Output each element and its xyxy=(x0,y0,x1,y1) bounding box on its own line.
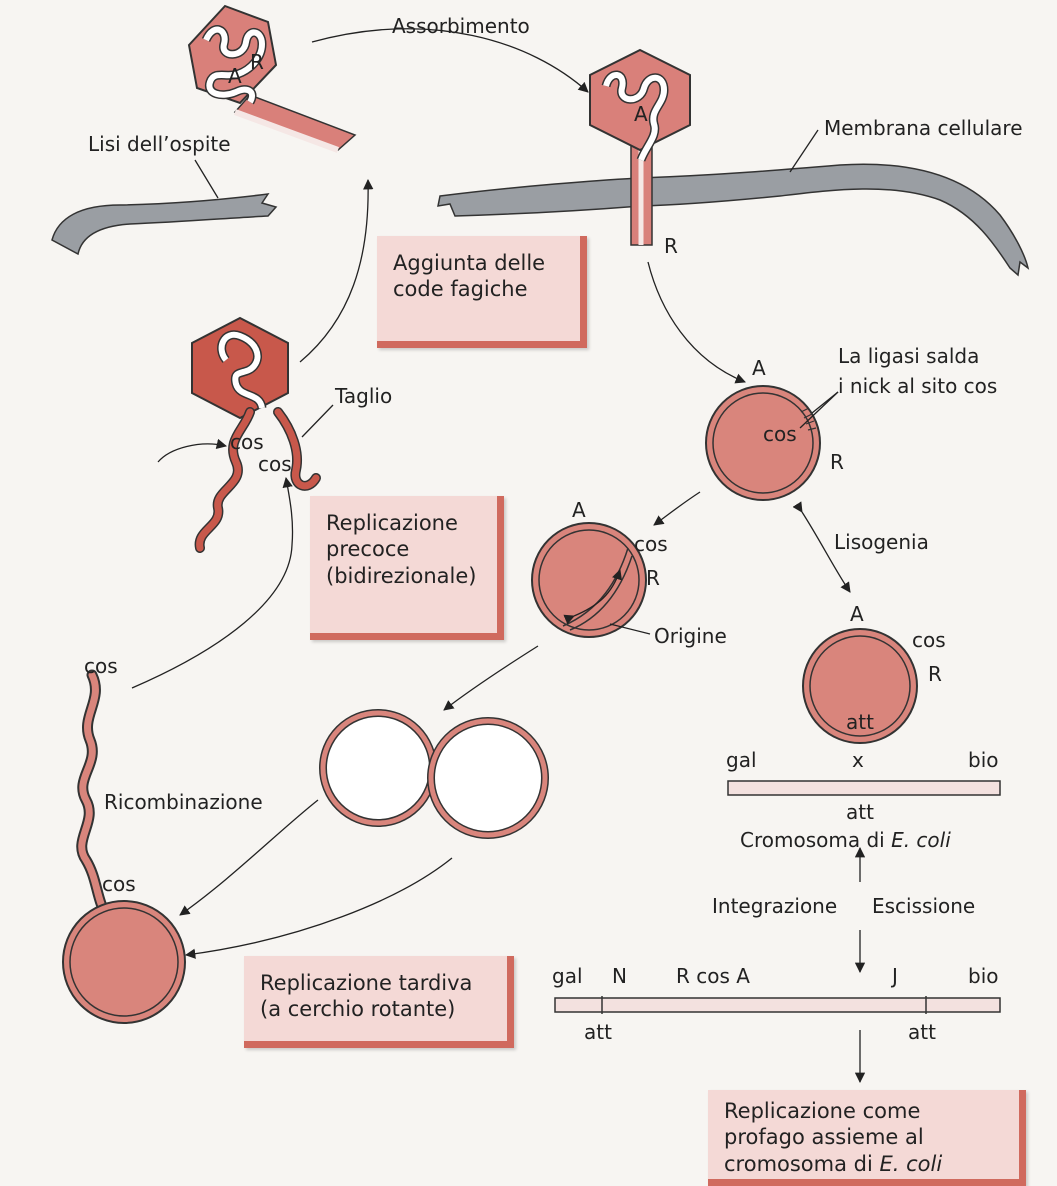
early-box-line2: precoce xyxy=(326,536,481,562)
recombination-circles xyxy=(323,713,545,835)
phage1-marker-A: A xyxy=(228,66,242,86)
ligated-marker-A: A xyxy=(752,358,766,378)
early-box-line1: Replicazione xyxy=(326,510,481,536)
rolling-marker-cos-top: cos xyxy=(84,656,118,676)
e-coli-species-text: E. coli xyxy=(891,828,951,852)
lysogeny-marker-att: att xyxy=(846,712,874,732)
chromosome-marker-bio: bio xyxy=(968,750,999,770)
injecting-phage xyxy=(590,50,690,245)
theta-marker-A: A xyxy=(572,500,586,520)
early-replication-box: Replicazione precoce (bidirezionale) xyxy=(310,496,504,640)
ligase-label-line1: La ligasi salda xyxy=(838,346,979,366)
cell-membrane-label: Membrana cellulare xyxy=(824,118,1023,138)
integrated-marker-gal: gal xyxy=(552,966,583,986)
late-replication-box: Replicazione tardiva (a cerchio rotante) xyxy=(244,956,514,1048)
integrated-chromosome-bar xyxy=(555,996,1000,1014)
late-box-line2: (a cerchio rotante) xyxy=(260,996,491,1022)
phage2-marker-A: A xyxy=(634,104,648,124)
integrated-marker-att-right: att xyxy=(908,1022,936,1042)
ligase-label-line2: i nick al sito cos xyxy=(838,376,997,396)
rolling-circle xyxy=(63,675,185,1023)
prophage-box-line3: cromosoma di E. coli xyxy=(724,1151,1003,1177)
prophage-box-line1: Replicazione come xyxy=(724,1098,1003,1124)
chromosome-marker-att: att xyxy=(846,802,874,822)
cut-label: Taglio xyxy=(335,386,392,406)
recombination-label: Ricombinazione xyxy=(104,792,263,812)
tails-box-line1: Aggiunta delle xyxy=(393,250,564,276)
e-coli-chromosome-bar xyxy=(728,781,1000,795)
ligated-marker-cos: cos xyxy=(763,424,797,444)
excision-label: Escissione xyxy=(872,896,975,916)
integrated-marker-bio: bio xyxy=(968,966,999,986)
assembled-phage xyxy=(189,6,355,150)
packaging-marker-cos-1: cos xyxy=(230,432,264,452)
tails-box-line2: code fagiche xyxy=(393,276,564,302)
cut-leader-line xyxy=(302,405,333,437)
host-lysis-label: Lisi dell’ospite xyxy=(88,134,231,154)
early-box-line3: (bidirezionale) xyxy=(326,563,481,589)
origin-label: Origine xyxy=(654,626,727,646)
prophage-replication-box: Replicazione come profago assieme al cro… xyxy=(708,1090,1026,1186)
rolling-marker-cos-bottom: cos xyxy=(102,874,136,894)
integrated-marker-N: N xyxy=(612,966,627,986)
lysogeny-marker-A: A xyxy=(850,604,864,624)
late-box-line1: Replicazione tardiva xyxy=(260,970,491,996)
prophage-box-line2: profago assieme al xyxy=(724,1124,1003,1150)
integrated-marker-att-left: att xyxy=(584,1022,612,1042)
lysed-membrane-fragment xyxy=(52,194,276,254)
integration-label: Integrazione xyxy=(712,896,837,916)
lysis-leader-line xyxy=(195,160,218,198)
lysogeny-label: Lisogenia xyxy=(834,532,929,552)
prophage-box-line3-species: E. coli xyxy=(880,1152,943,1176)
e-coli-chromosome-text: Cromosoma di xyxy=(740,828,891,852)
theta-replication-circle xyxy=(532,523,646,637)
phage2-marker-R: R xyxy=(664,236,678,256)
absorption-label: Assorbimento xyxy=(392,16,530,36)
lysogeny-marker-cos: cos xyxy=(912,630,946,650)
e-coli-chromosome-label: Cromosoma di E. coli xyxy=(740,830,951,850)
phage1-marker-R: R xyxy=(250,52,264,72)
packaging-marker-cos-2: cos xyxy=(258,454,292,474)
chromosome-marker-x: x xyxy=(852,750,864,770)
integrated-marker-J: J xyxy=(892,966,898,986)
tails-box: Aggiunta delle code fagiche xyxy=(377,236,587,348)
theta-marker-R: R xyxy=(646,568,660,588)
prophage-box-line3-text: cromosoma di xyxy=(724,1152,880,1176)
theta-marker-cos: cos xyxy=(634,534,668,554)
ligated-marker-R: R xyxy=(830,452,844,472)
membrane-leader-line xyxy=(790,130,818,172)
lysogeny-marker-R: R xyxy=(928,664,942,684)
chromosome-marker-gal: gal xyxy=(726,750,757,770)
integrated-marker-R-cos-A: R cos A xyxy=(676,966,750,986)
